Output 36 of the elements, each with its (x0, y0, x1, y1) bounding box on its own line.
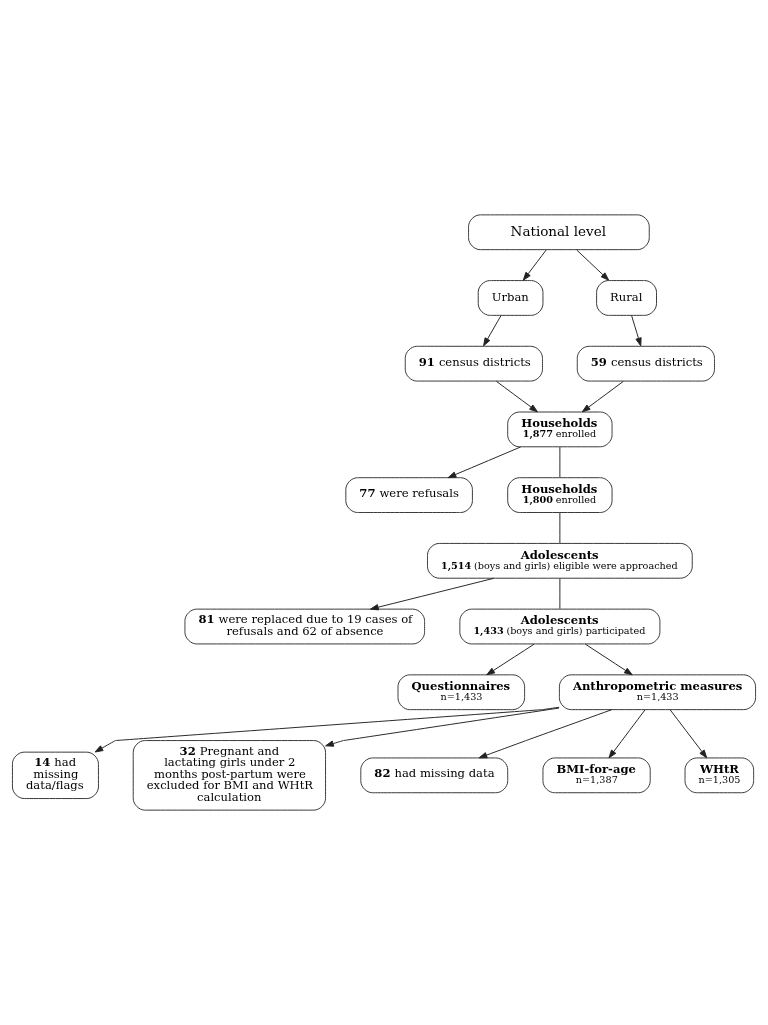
arrow (495, 380, 538, 413)
arrow (581, 380, 624, 413)
arrow (478, 709, 613, 759)
node-box: Adolescents 1,514 (boys and girls) eligible were approached (427, 542, 693, 579)
node-box: Urban (477, 280, 544, 316)
node-box: National level (468, 214, 650, 251)
arrow (608, 709, 646, 759)
arrow (486, 643, 535, 676)
arrow (522, 249, 547, 281)
node-box: 59 census districts (576, 345, 715, 382)
node-box: WHtR n=1,305 (684, 757, 755, 794)
arrow (370, 577, 495, 611)
arrow (576, 249, 610, 281)
node-box: Rural (596, 280, 657, 316)
arrow (483, 315, 502, 347)
node-box: 91 census districts (404, 345, 543, 382)
arrow (669, 709, 708, 759)
node-box: Questionnaires n=1,433 (397, 674, 526, 711)
connector (559, 446, 561, 478)
arrow (325, 707, 560, 747)
node-box: Anthropometric measures n=1,433 (558, 674, 757, 711)
node-box: 81 were replaced due to 19 cases of refusals and 62 of absence (184, 608, 426, 645)
node-box: 77 were refusals (345, 477, 473, 513)
node-box: 32 Pregnant and lactating girls under 2 months post-partum were excluded for BMI and WHtR calculation (132, 740, 327, 811)
node-box: Households 1,800 enrolled (507, 477, 613, 513)
arrow (447, 446, 522, 479)
connector (559, 512, 561, 544)
arrow (94, 706, 560, 753)
node-box: Households 1,877 enrolled (507, 411, 613, 448)
connector (559, 578, 561, 610)
arrow (631, 315, 642, 347)
node-box: 82 had missing data (360, 757, 509, 794)
node-box: 14 had missing data/flags (11, 751, 99, 800)
node-box: BMI-for-age n=1,387 (542, 757, 651, 794)
node-box: Adolescents 1,433 (boys and girls) participated (459, 608, 661, 645)
arrow (584, 643, 633, 676)
